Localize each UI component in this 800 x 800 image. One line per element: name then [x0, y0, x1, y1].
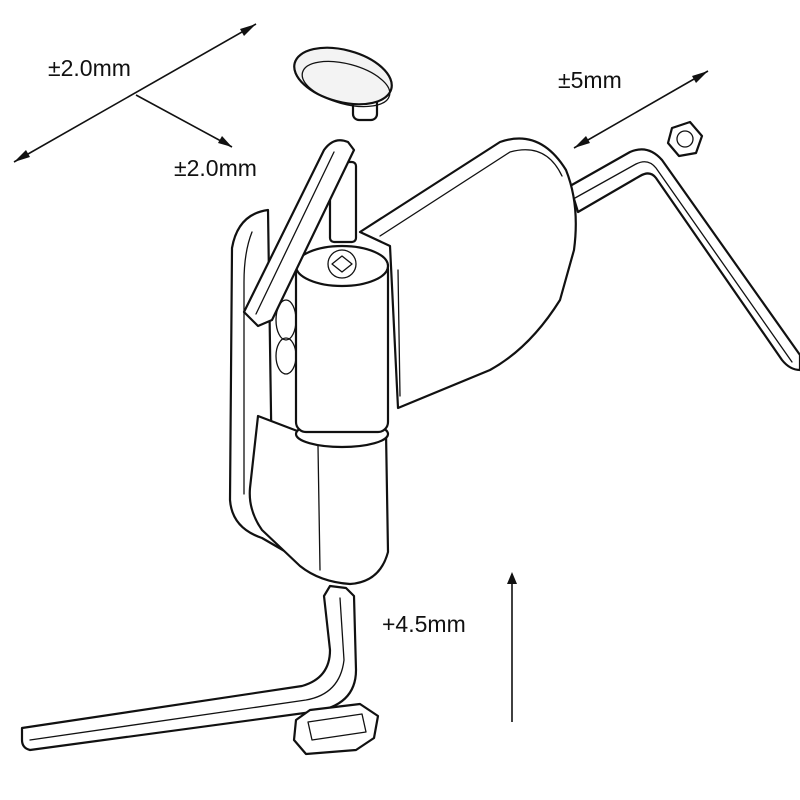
height-adjustment-arrow: [507, 572, 517, 722]
height-adjustment-label: +4.5mm: [382, 611, 466, 637]
hinge-cap: [293, 46, 393, 122]
hinge-lower-barrel: [248, 414, 390, 586]
lateral-adjustment-label: ±2.0mm: [174, 155, 257, 181]
hinge-upper-barrel: [275, 244, 390, 434]
depth-adjustment-arrow: [13, 23, 257, 163]
hinge-insert: [292, 702, 380, 756]
side-adjustment-arrow: [573, 70, 709, 149]
depth-adjustment-label: ±2.0mm: [48, 55, 131, 81]
lower-hex-key: [20, 584, 358, 752]
hinge-nut: [666, 120, 704, 158]
lateral-adjustment-arrow: [135, 94, 233, 148]
hinge-leaf: [358, 137, 577, 410]
right-hex-key: [568, 148, 800, 372]
upper-hex-key: [242, 139, 356, 328]
side-adjustment-label: ±5mm: [558, 67, 622, 93]
